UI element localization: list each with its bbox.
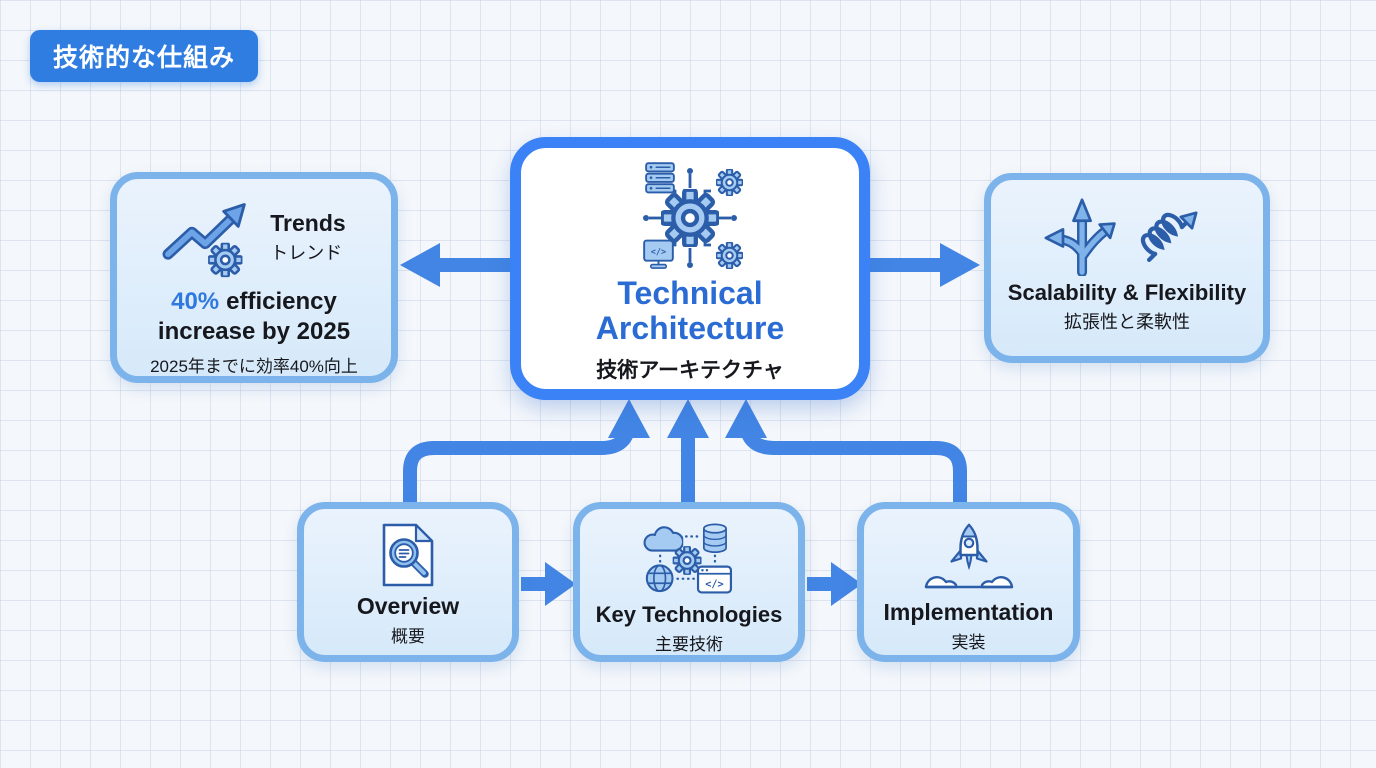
rocket-launch-icon bbox=[924, 523, 1013, 589]
trends-stat-highlight: 40% bbox=[171, 288, 220, 315]
cloud-tech-stack-icon bbox=[643, 523, 733, 594]
trends-label: Trends bbox=[270, 209, 346, 236]
trends-stat-ja: 2025年までに効率40%向上 bbox=[150, 357, 358, 376]
node-implementation: Implementation 実装 bbox=[857, 502, 1080, 662]
scalability-label: Scalability & Flexibility bbox=[1007, 280, 1247, 305]
center-title: Technical Architecture bbox=[595, 275, 785, 347]
document-magnifier-icon bbox=[382, 523, 434, 587]
center-subtitle-ja: 技術アーキテクチャ bbox=[596, 359, 784, 383]
arrow-overview-to-center bbox=[403, 420, 636, 502]
node-technical-architecture: Technical Architecture 技術アーキテクチャ bbox=[510, 137, 870, 400]
branching-arrows-icon bbox=[1044, 198, 1116, 276]
implementation-label-ja: 実装 bbox=[951, 633, 986, 652]
implementation-label: Implementation bbox=[883, 599, 1054, 625]
key-technologies-label-ja: 主要技術 bbox=[655, 635, 723, 654]
node-scalability-flexibility: Scalability & Flexibility 拡張性と柔軟性 bbox=[984, 173, 1270, 363]
trends-stat: 40%efficiency increase by 2025 bbox=[157, 288, 351, 345]
overview-label-ja: 概要 bbox=[391, 627, 425, 646]
key-technologies-label: Key Technologies bbox=[595, 602, 783, 627]
architecture-network-icon bbox=[643, 162, 743, 270]
arrow-implementation-to-center bbox=[739, 420, 967, 502]
title-badge-label: 技術的な仕組み bbox=[53, 44, 236, 72]
node-overview: Overview 概要 bbox=[297, 502, 519, 662]
spring-arrow-icon bbox=[1140, 211, 1198, 262]
trend-up-gear-icon bbox=[162, 203, 247, 278]
scalability-label-ja: 拡張性と柔軟性 bbox=[1064, 312, 1190, 332]
overview-label: Overview bbox=[356, 593, 460, 619]
title-badge: 技術的な仕組み bbox=[30, 30, 259, 82]
trends-label-ja: トレンド bbox=[270, 242, 343, 263]
node-trends: Trends トレンド 40%efficiency increase by 20… bbox=[110, 172, 398, 383]
node-key-technologies: Key Technologies 主要技術 bbox=[573, 502, 805, 662]
